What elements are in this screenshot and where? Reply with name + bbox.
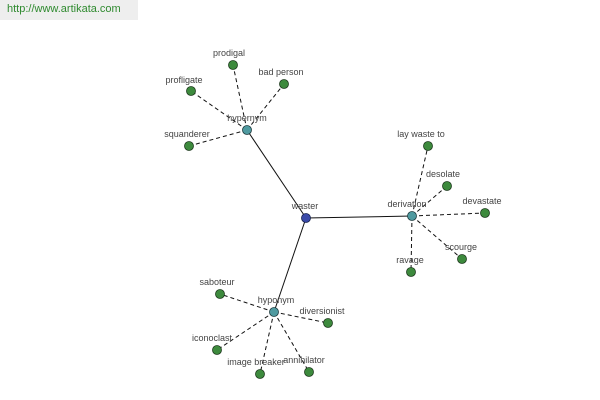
- leaf-node-squanderer[interactable]: squanderer: [164, 129, 210, 151]
- source-url-link[interactable]: http://www.artikata.com: [0, 0, 138, 20]
- leaf-node-saboteur[interactable]: saboteur: [199, 277, 235, 299]
- leaf-node-label: diversionist: [299, 306, 345, 316]
- leaf-node-scourge[interactable]: scourge: [445, 242, 477, 264]
- leaf-node-image-breaker[interactable]: image breaker: [227, 357, 285, 379]
- edge-hypernym-squanderer: [188, 129, 248, 147]
- root-node-marker[interactable]: [301, 213, 311, 223]
- root-node-label: waster: [291, 201, 319, 211]
- hub-node-marker[interactable]: [242, 125, 252, 135]
- edge-hypernym-bad-person: [246, 83, 285, 131]
- edge-waster-derivation: [305, 215, 413, 219]
- leaf-node-marker[interactable]: [228, 60, 238, 70]
- hub-node-marker[interactable]: [407, 211, 417, 221]
- edge-waster-hypernym: [246, 129, 307, 219]
- edge-hyponym-image-breaker: [259, 311, 275, 375]
- leaf-node-diversionist[interactable]: diversionist: [299, 306, 345, 328]
- edge-waster-hyponym: [273, 217, 307, 313]
- hub-node-label: derivation: [387, 199, 426, 209]
- hub-node-label: hyponym: [258, 295, 295, 305]
- leaf-node-marker[interactable]: [323, 318, 333, 328]
- leaf-node-marker[interactable]: [442, 181, 452, 191]
- leaf-node-desolate[interactable]: desolate: [426, 169, 460, 191]
- edge-derivation-scourge: [411, 215, 463, 260]
- leaf-node-label: ravage: [396, 255, 424, 265]
- leaf-node-label: lay waste to: [397, 129, 445, 139]
- leaf-node-annihilator[interactable]: annihilator: [283, 355, 325, 377]
- edge-derivation-desolate: [411, 185, 448, 217]
- leaf-node-marker[interactable]: [423, 141, 433, 151]
- leaf-node-marker[interactable]: [184, 141, 194, 151]
- leaf-node-label: squanderer: [164, 129, 210, 139]
- leaf-node-label: saboteur: [199, 277, 234, 287]
- leaf-node-label: prodigal: [213, 48, 245, 58]
- leaf-node-devastate[interactable]: devastate: [462, 196, 502, 218]
- leaf-node-ravage[interactable]: ravage: [396, 255, 424, 277]
- leaf-node-iconoclast[interactable]: iconoclast: [192, 333, 233, 355]
- leaf-node-prodigal[interactable]: prodigal: [213, 48, 245, 70]
- leaf-node-marker[interactable]: [186, 86, 196, 96]
- hub-node-hyponym[interactable]: hyponym: [258, 295, 295, 317]
- leaf-node-marker[interactable]: [279, 79, 289, 89]
- leaf-node-label: desolate: [426, 169, 460, 179]
- leaf-node-label: scourge: [445, 242, 477, 252]
- leaf-node-marker[interactable]: [255, 369, 265, 379]
- leaf-node-marker[interactable]: [457, 254, 467, 264]
- root-node-waster[interactable]: waster: [291, 201, 319, 223]
- edge-derivation-ravage: [410, 215, 413, 273]
- leaf-node-lay-waste-to[interactable]: lay waste to: [397, 129, 445, 151]
- leaf-node-marker[interactable]: [480, 208, 490, 218]
- leaf-node-marker[interactable]: [215, 289, 225, 299]
- hub-node-marker[interactable]: [269, 307, 279, 317]
- hub-node-derivation[interactable]: derivation: [387, 199, 427, 221]
- graph-nodes: prodigal bad person profligate squanderer la…: [164, 48, 502, 379]
- edge-hyponym-annihilator: [273, 311, 310, 373]
- leaf-node-bad-person[interactable]: bad person: [258, 67, 304, 89]
- hub-node-hypernym[interactable]: hypernym: [227, 113, 267, 135]
- leaf-node-profligate[interactable]: profligate: [165, 75, 203, 96]
- graph-edges: [188, 64, 486, 375]
- leaf-node-label: annihilator: [283, 355, 325, 365]
- edge-hypernym-profligate: [190, 90, 248, 131]
- leaf-node-label: image breaker: [227, 357, 285, 367]
- hub-node-label: hypernym: [227, 113, 267, 123]
- leaf-node-marker[interactable]: [212, 345, 222, 355]
- edge-hyponym-iconoclast: [216, 311, 275, 351]
- leaf-node-label: devastate: [462, 196, 501, 206]
- edge-hyponym-diversionist: [273, 311, 329, 324]
- leaf-node-label: profligate: [165, 75, 202, 85]
- leaf-node-label: bad person: [258, 67, 303, 77]
- edge-hyponym-saboteur: [219, 293, 275, 313]
- edge-derivation-lay-waste-to: [411, 145, 429, 217]
- leaf-node-marker[interactable]: [406, 267, 416, 277]
- leaf-node-marker[interactable]: [304, 367, 314, 377]
- leaf-node-label: iconoclast: [192, 333, 233, 343]
- edge-derivation-devastate: [411, 212, 486, 217]
